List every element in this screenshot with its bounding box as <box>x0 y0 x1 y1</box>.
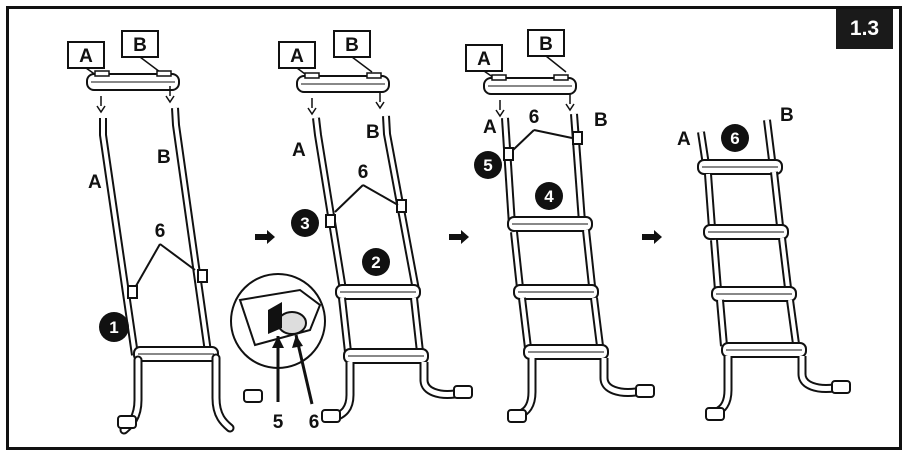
step-circle-6 <box>721 124 749 152</box>
svg-text:3: 3 <box>300 214 309 233</box>
svg-text:B: B <box>366 122 380 143</box>
svg-text:A: A <box>677 129 691 150</box>
top-step <box>86 70 180 91</box>
label-b: B <box>133 35 147 56</box>
svg-text:6: 6 <box>309 412 320 433</box>
svg-text:A: A <box>477 49 491 70</box>
svg-text:2: 2 <box>371 253 380 272</box>
svg-text:B: B <box>345 35 359 56</box>
step-number-badge: 1.3 <box>836 9 893 49</box>
svg-text:6: 6 <box>358 162 369 183</box>
step-circle-2 <box>362 248 390 276</box>
svg-text:5: 5 <box>483 156 492 175</box>
right-arrow <box>255 230 275 244</box>
panel-4: A B 6 <box>677 105 851 421</box>
svg-text:B: B <box>539 34 553 55</box>
step-circle-5 <box>474 151 502 179</box>
step-circle-4 <box>535 182 563 210</box>
panel-3: A B <box>465 29 655 423</box>
panel-1: A B A B 6 <box>67 30 326 433</box>
svg-text:6: 6 <box>529 107 540 128</box>
clip <box>127 285 138 299</box>
svg-text:A: A <box>483 117 497 138</box>
svg-text:4: 4 <box>544 187 554 206</box>
panel-2: A B A B <box>278 30 473 423</box>
label-box-b <box>121 30 159 58</box>
pole-label-a: A <box>88 172 102 193</box>
diagram-frame <box>6 6 902 450</box>
svg-text:A: A <box>292 140 306 161</box>
svg-text:5: 5 <box>273 412 284 433</box>
svg-text:1: 1 <box>109 318 118 337</box>
svg-text:B: B <box>780 105 794 126</box>
pole-label-b: B <box>157 147 171 168</box>
step-circle-3 <box>291 209 319 237</box>
right-arrow <box>642 230 662 244</box>
svg-text:6: 6 <box>730 129 739 148</box>
svg-text:B: B <box>594 110 608 131</box>
clip <box>197 269 208 283</box>
label-a: A <box>79 46 93 67</box>
step-circle-1 <box>99 312 129 342</box>
svg-text:A: A <box>290 46 304 67</box>
detail-magnifier: 5 6 <box>230 273 326 433</box>
callout-6: 6 <box>155 221 166 242</box>
right-arrow <box>449 230 469 244</box>
